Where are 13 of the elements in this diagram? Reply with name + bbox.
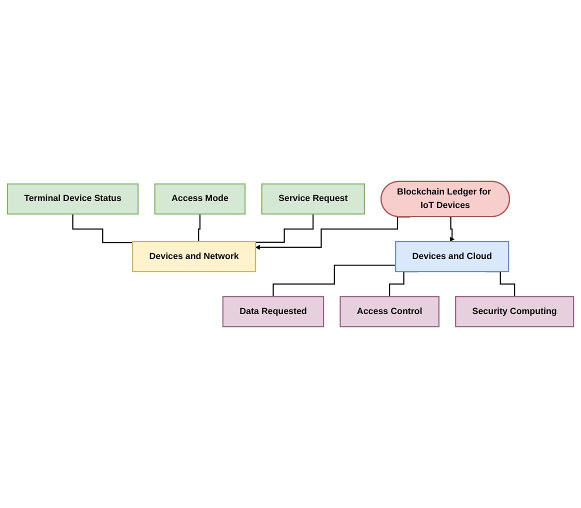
node-box: Access Mode (154, 183, 246, 214)
connector (72, 213, 133, 244)
node-box: Service Request (261, 183, 365, 214)
node-box: Data Requested (222, 296, 324, 328)
connector (255, 213, 314, 243)
node-box: Access Control (340, 296, 440, 328)
node-box: Devices and Network (132, 240, 256, 272)
connector (272, 264, 396, 298)
connector (197, 213, 200, 242)
arrow (449, 216, 455, 242)
node-box: Terminal Device Status (6, 183, 139, 214)
node-box: Security Computing (455, 296, 574, 328)
node-box: Devices and Cloud (395, 240, 510, 272)
